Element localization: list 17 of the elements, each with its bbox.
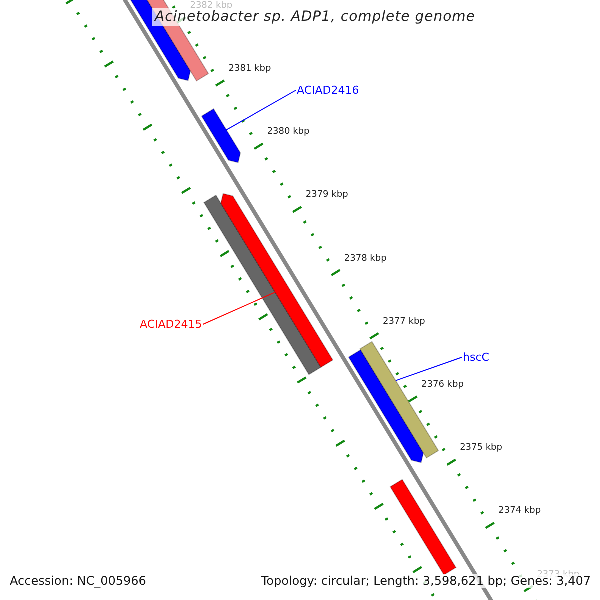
gene-bar	[390, 479, 457, 576]
scale-label: 2381 kbp	[228, 64, 272, 74]
scale-label: 2378 kbp	[344, 254, 387, 264]
scale-label: 2374 kbp	[498, 506, 542, 516]
gene-label: ACIAD2415	[140, 318, 202, 331]
accession-text: Accession: NC_005966	[10, 574, 146, 588]
scale-label: 2379 kbp	[306, 190, 348, 200]
scale-label: 2377 kbp	[382, 316, 426, 327]
leader-line	[395, 357, 462, 382]
leader-line	[226, 90, 296, 131]
scale-label: 2375 kbp	[460, 443, 502, 454]
gene-label: ACIAD2416	[297, 84, 360, 97]
leader-line	[202, 292, 276, 325]
scale-label: 2376 kbp	[422, 380, 464, 390]
gene-bar	[201, 108, 242, 164]
scale-label: 2380 kbp	[267, 127, 310, 138]
gene-label: hscC	[463, 351, 490, 364]
